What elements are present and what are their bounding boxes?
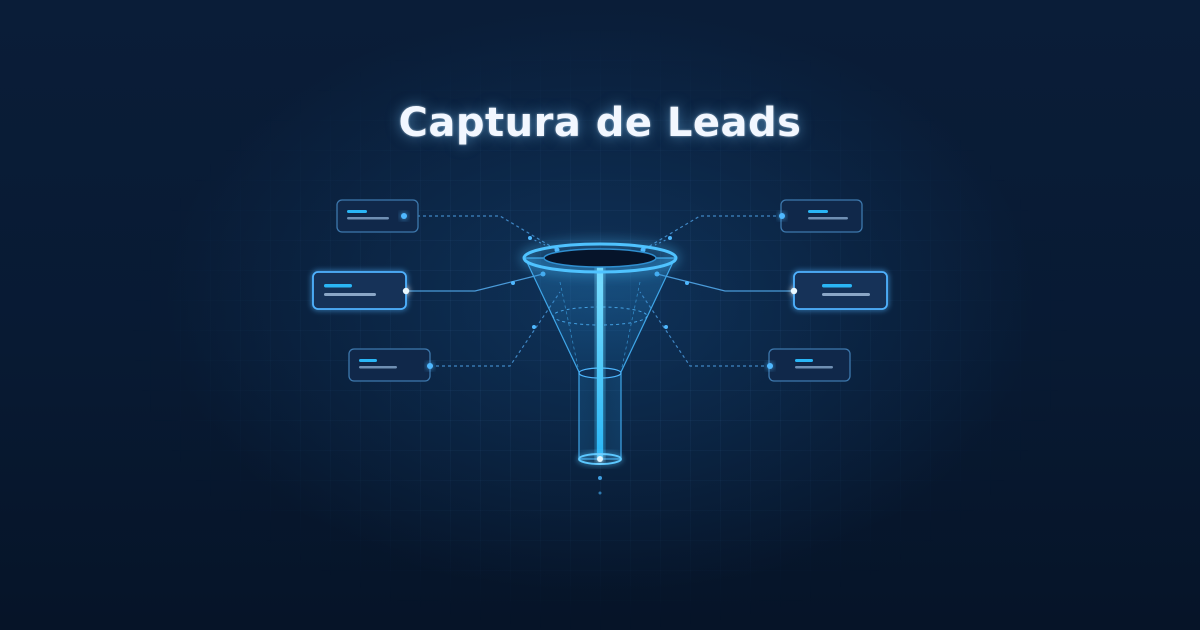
connector-mid-right bbox=[656, 273, 794, 292]
lead-card-bottom-right bbox=[767, 348, 851, 382]
connector-bottom-left bbox=[430, 291, 561, 367]
lead-card-top-left bbox=[336, 199, 419, 233]
connector-top-right bbox=[642, 215, 782, 251]
connector-mid-left bbox=[406, 273, 544, 292]
funnel-icon bbox=[522, 242, 678, 495]
connector-top-left bbox=[405, 215, 558, 251]
lead-card-mid-left bbox=[312, 271, 410, 310]
lead-card-bottom-left bbox=[348, 348, 433, 382]
lead-card-mid-right bbox=[790, 271, 888, 310]
connector-bottom-right bbox=[639, 291, 770, 367]
connector-lines bbox=[405, 215, 794, 367]
lead-card-top-right bbox=[779, 199, 863, 233]
page-title: Captura de Leads bbox=[398, 100, 802, 146]
